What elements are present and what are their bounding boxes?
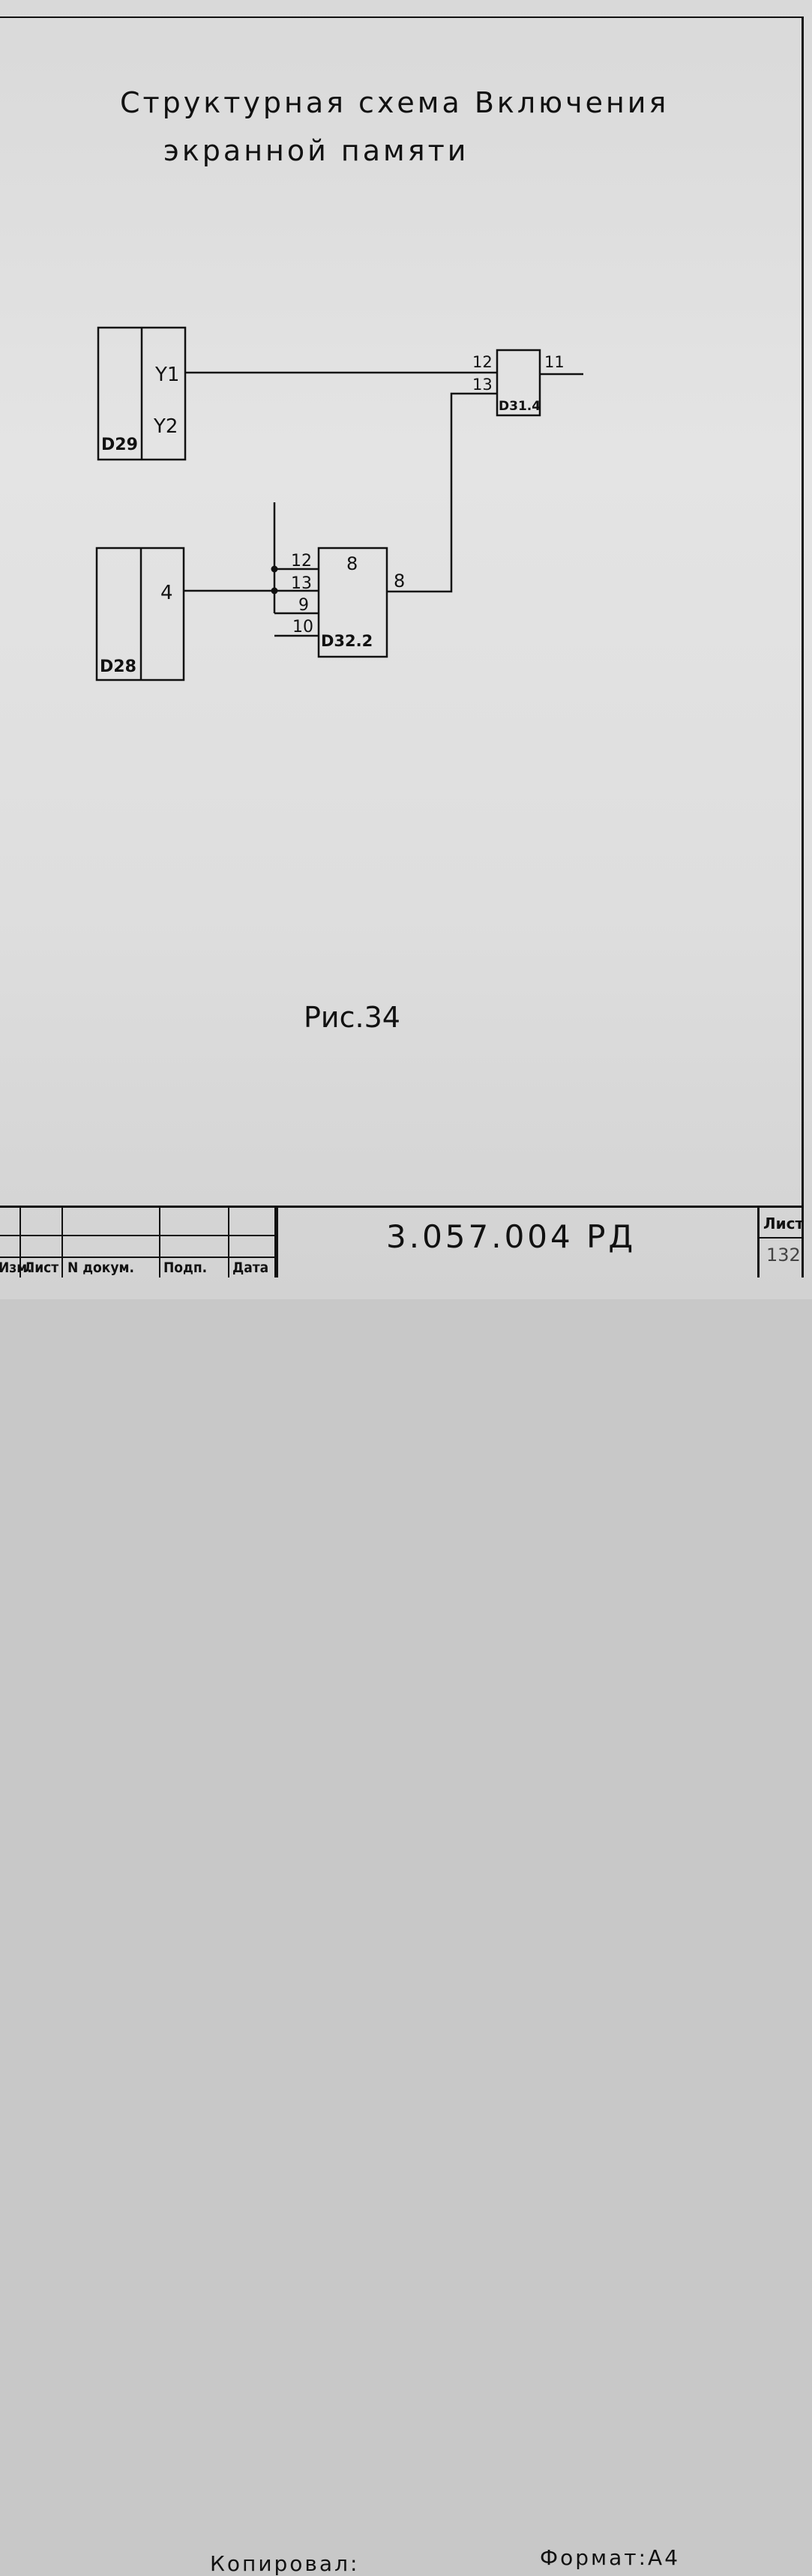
stamp-header-ndokum: N докум. bbox=[67, 1260, 135, 1276]
sheet-frame bbox=[0, 16, 804, 1278]
d32-label: D32.2 bbox=[321, 632, 373, 650]
d32-out-8: 8 bbox=[394, 571, 405, 592]
d29-pin-y1: Y1 bbox=[154, 364, 179, 386]
d31-label: D31.4 bbox=[499, 399, 541, 414]
figure-caption: Рис.34 bbox=[304, 1001, 400, 1034]
d32-in-13: 13 bbox=[291, 574, 312, 593]
document-code: 3.057.004 РД bbox=[386, 1218, 637, 1255]
sheet-number: 132 bbox=[766, 1245, 801, 1266]
stamp-header-izm: Изм. bbox=[0, 1260, 32, 1276]
junction-dot bbox=[271, 565, 278, 573]
d29-label: D29 bbox=[101, 436, 138, 454]
diagram-title: Структурная схема Включения экранной пам… bbox=[120, 79, 735, 175]
d31-in-13: 13 bbox=[472, 376, 493, 394]
stamp-header-data: Дата bbox=[232, 1260, 269, 1276]
junction-dot bbox=[271, 587, 278, 595]
copied-by-label: Копировал: bbox=[210, 2551, 360, 2576]
d29-pin-y2: Y2 bbox=[153, 415, 178, 438]
stamp-header-list: Лист bbox=[24, 1260, 59, 1276]
title-block bbox=[0, 1206, 802, 1280]
footer: Копировал: Формат:А4 bbox=[0, 1276, 802, 2576]
title-line-2: экранной памяти bbox=[163, 134, 469, 167]
block-d31 bbox=[496, 349, 541, 417]
d32-in-12: 12 bbox=[291, 552, 312, 571]
d32-in-9: 9 bbox=[298, 596, 309, 615]
d31-out-11: 11 bbox=[544, 353, 565, 371]
sheet-label: Лист bbox=[763, 1215, 805, 1233]
d32-in-10: 10 bbox=[292, 618, 313, 637]
stamp-header-podp: Подп. bbox=[163, 1260, 208, 1276]
d28-pin-4: 4 bbox=[160, 582, 173, 604]
d32-function: 8 bbox=[346, 553, 358, 574]
d31-in-12: 12 bbox=[472, 353, 493, 371]
d28-label: D28 bbox=[100, 657, 136, 676]
format-label: Формат:А4 bbox=[540, 2545, 681, 2570]
block-d32 bbox=[317, 547, 388, 658]
wire-d32-to-d31 bbox=[387, 392, 497, 593]
schematic: Y1 Y2 D29 4 D28 12 13 9 10 8 D32.2 8 12 … bbox=[95, 326, 583, 681]
title-line-1: Структурная схема Включения bbox=[120, 86, 670, 119]
